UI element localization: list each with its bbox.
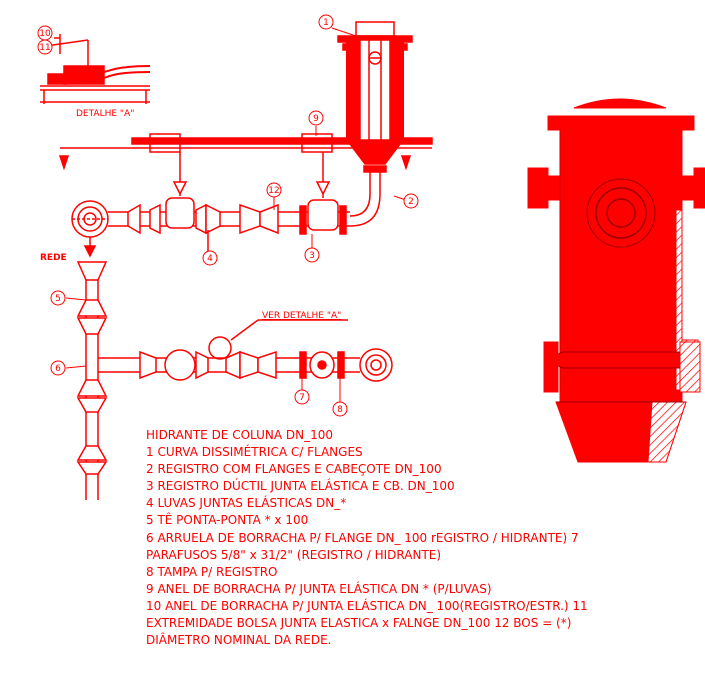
legend-line: EXTREMIDADE BOLSA JUNTA ELASTICA x FALNG…: [146, 616, 572, 631]
callout-3: 3: [304, 247, 320, 263]
callout-9: 9: [308, 110, 324, 126]
svg-text:3: 3: [309, 251, 315, 261]
hydrant-column-section: [337, 21, 413, 227]
detail-a: [40, 34, 151, 104]
concrete-slab: [131, 137, 433, 145]
callout-6: 6: [50, 360, 66, 376]
rede-arrow: [83, 245, 97, 258]
callout-12: 12: [266, 182, 282, 198]
svg-text:9: 9: [313, 114, 319, 124]
legend-line: 5 TÊ PONTA-PONTA * x 100: [146, 513, 309, 528]
detail-reference: VER DETALHE "A": [262, 311, 341, 321]
svg-text:2: 2: [408, 197, 414, 207]
legend-line: 10 ANEL DE BORRACHA P/ JUNTA ELÁSTICA DN…: [146, 598, 588, 613]
svg-text:10: 10: [39, 29, 51, 39]
branch-pipe-run: [98, 319, 393, 382]
slab-bracket-left: [149, 133, 181, 153]
callout-leaders: [65, 27, 407, 402]
svg-text:4: 4: [207, 254, 213, 264]
legend-line: 4 LUVAS JUNTAS ELÁSTICAS DN_*: [146, 496, 347, 511]
vertical-tee-run: [76, 261, 108, 500]
slab-bracket-9: [301, 133, 333, 153]
callout-7: 7: [294, 389, 310, 405]
callouts: 1 2 3 4 5 6 7 8 9 10 11 12: [37, 14, 419, 417]
svg-text:6: 6: [55, 364, 61, 374]
hydrant-elevation: [527, 98, 705, 463]
callout-10: 10: [37, 25, 53, 41]
detail-a-title: DETALHE "A": [76, 109, 134, 119]
svg-text:11: 11: [39, 43, 50, 53]
network-label: REDE: [40, 253, 67, 263]
legend-title: HIDRANTE DE COLUNA DN_100: [146, 428, 334, 442]
legend-line: 6 ARRUELA DE BORRACHA P/ FLANGE DN_ 100 …: [146, 530, 579, 545]
legend-line: 2 REGISTRO COM FLANGES E CABEÇOTE DN_100: [146, 462, 442, 477]
callout-4: 4: [202, 250, 218, 266]
legend-line: 9 ANEL DE BORRACHA P/ JUNTA ELÁSTICA DN …: [146, 581, 492, 596]
svg-text:12: 12: [268, 186, 279, 196]
callout-8: 8: [332, 401, 348, 417]
callout-2: 2: [403, 193, 419, 209]
svg-text:8: 8: [337, 405, 343, 415]
callout-1: 1: [318, 14, 334, 30]
level-mark-right: [400, 155, 412, 171]
legend-line: 1 CURVA DISSIMÉTRICA C/ FLANGES: [146, 445, 363, 460]
callout-5: 5: [50, 290, 66, 306]
legend-line: PARAFUSOS 5/8" x 31/2" (REGISTRO / HIDRA…: [146, 547, 442, 562]
svg-text:1: 1: [323, 18, 329, 28]
svg-text:5: 5: [55, 294, 61, 304]
legend: HIDRANTE DE COLUNA DN_100 1 CURVA DISSIM…: [146, 427, 646, 649]
level-mark-left: [58, 155, 70, 171]
callout-11: 11: [37, 39, 53, 55]
top-pipe-run: [71, 152, 350, 252]
legend-line: 8 TAMPA P/ REGISTRO: [146, 564, 278, 579]
legend-line: DIÂMETRO NOMINAL DA REDE.: [146, 633, 332, 648]
svg-text:7: 7: [299, 393, 305, 403]
legend-line: 3 REGISTRO DÚCTIL JUNTA ELÁSTICA E CB. D…: [146, 479, 455, 494]
